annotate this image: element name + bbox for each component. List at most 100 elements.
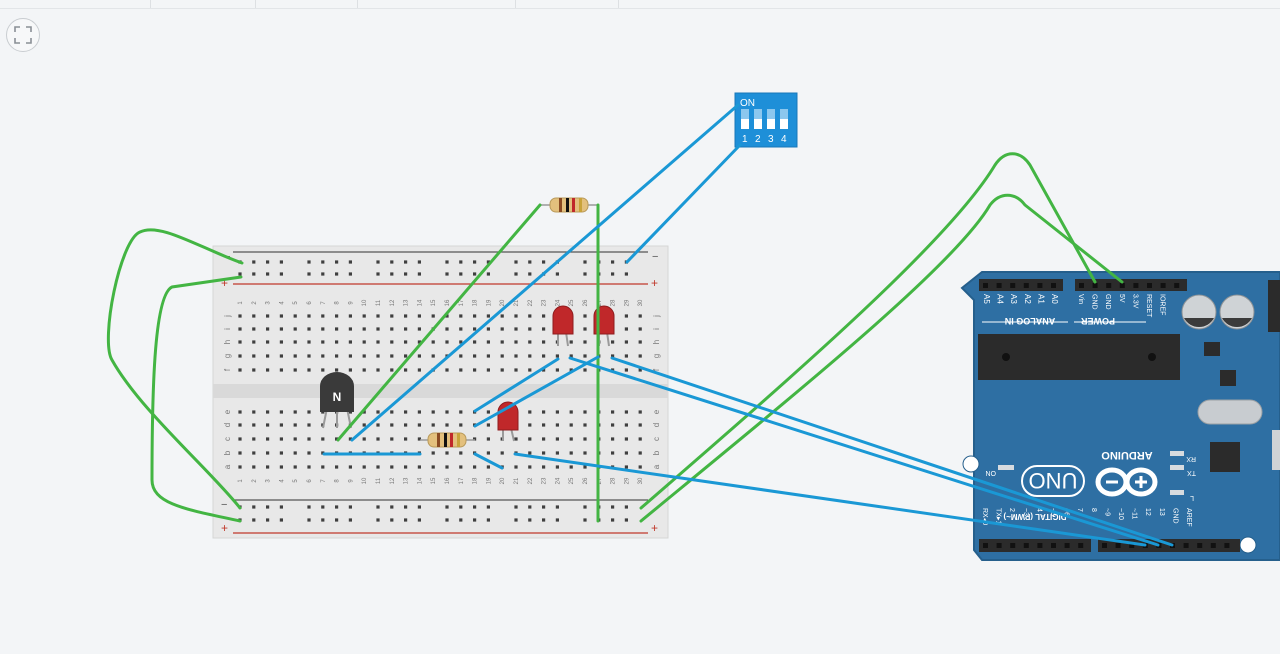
breadboard-hole[interactable] bbox=[238, 314, 242, 318]
header-pin[interactable] bbox=[1106, 283, 1112, 288]
breadboard-hole[interactable] bbox=[624, 327, 628, 331]
breadboard-hole[interactable] bbox=[445, 465, 449, 469]
breadboard-hole[interactable] bbox=[404, 437, 408, 441]
breadboard-hole[interactable] bbox=[611, 423, 615, 427]
breadboard-hole[interactable] bbox=[335, 465, 339, 469]
rail-hole[interactable] bbox=[528, 272, 532, 276]
breadboard-hole[interactable] bbox=[362, 354, 366, 358]
breadboard-hole[interactable] bbox=[473, 465, 477, 469]
breadboard-hole[interactable] bbox=[542, 354, 546, 358]
dip-toggle-lever[interactable] bbox=[741, 119, 749, 129]
wire-blue[interactable] bbox=[473, 355, 600, 428]
dip-toggle-lever[interactable] bbox=[780, 119, 788, 129]
breadboard-hole[interactable] bbox=[376, 314, 380, 318]
rail-hole[interactable] bbox=[376, 518, 380, 522]
wire-blue[interactable] bbox=[513, 452, 1147, 547]
rail-hole[interactable] bbox=[514, 260, 518, 264]
breadboard-hole[interactable] bbox=[638, 314, 642, 318]
breadboard-hole[interactable] bbox=[252, 354, 256, 358]
breadboard-hole[interactable] bbox=[238, 410, 242, 414]
breadboard-hole[interactable] bbox=[638, 327, 642, 331]
breadboard-hole[interactable] bbox=[266, 368, 270, 372]
breadboard-hole[interactable] bbox=[542, 327, 546, 331]
wire-green[interactable] bbox=[150, 275, 243, 523]
breadboard-hole[interactable] bbox=[362, 327, 366, 331]
breadboard-hole[interactable] bbox=[417, 437, 421, 441]
rail-hole[interactable] bbox=[335, 505, 339, 509]
breadboard-hole[interactable] bbox=[555, 465, 559, 469]
breadboard-hole[interactable] bbox=[569, 340, 573, 344]
breadboard-hole[interactable] bbox=[238, 340, 242, 344]
rail-hole[interactable] bbox=[583, 505, 587, 509]
breadboard-hole[interactable] bbox=[459, 410, 463, 414]
rail-hole[interactable] bbox=[279, 518, 283, 522]
breadboard-hole[interactable] bbox=[514, 354, 518, 358]
breadboard-hole[interactable] bbox=[279, 423, 283, 427]
breadboard-hole[interactable] bbox=[611, 451, 615, 455]
rail-hole[interactable] bbox=[583, 518, 587, 522]
breadboard-hole[interactable] bbox=[624, 437, 628, 441]
breadboard-hole[interactable] bbox=[293, 410, 297, 414]
header-pin[interactable] bbox=[1197, 543, 1203, 548]
breadboard-hole[interactable] bbox=[321, 327, 325, 331]
breadboard-hole[interactable] bbox=[514, 368, 518, 372]
header-pin[interactable] bbox=[1183, 543, 1189, 548]
rail-hole[interactable] bbox=[335, 260, 339, 264]
header-pin[interactable] bbox=[1010, 543, 1016, 548]
breadboard-hole[interactable] bbox=[638, 451, 642, 455]
breadboard-hole[interactable] bbox=[638, 354, 642, 358]
rail-hole[interactable] bbox=[390, 518, 394, 522]
breadboard-hole[interactable] bbox=[486, 437, 490, 441]
header-pin[interactable] bbox=[1210, 543, 1216, 548]
breadboard-hole[interactable] bbox=[528, 368, 532, 372]
rail-hole[interactable] bbox=[307, 505, 311, 509]
rail-hole[interactable] bbox=[321, 260, 325, 264]
header-pin[interactable] bbox=[1051, 283, 1056, 288]
led-1[interactable] bbox=[552, 305, 574, 347]
wire-blue[interactable] bbox=[610, 356, 1174, 547]
breadboard-hole[interactable] bbox=[459, 451, 463, 455]
header-pins[interactable] bbox=[983, 283, 1230, 548]
breadboard-hole[interactable] bbox=[542, 368, 546, 372]
breadboard-hole[interactable] bbox=[486, 410, 490, 414]
breadboard-hole[interactable] bbox=[335, 437, 339, 441]
breadboard-hole[interactable] bbox=[266, 314, 270, 318]
breadboard-hole[interactable] bbox=[376, 340, 380, 344]
breadboard-hole[interactable] bbox=[500, 368, 504, 372]
breadboard-hole[interactable] bbox=[486, 354, 490, 358]
header-pin[interactable] bbox=[1078, 543, 1084, 548]
breadboard-hole[interactable] bbox=[486, 314, 490, 318]
wire-green[interactable] bbox=[639, 152, 1097, 510]
breadboard-hole[interactable] bbox=[459, 465, 463, 469]
wire-green[interactable] bbox=[336, 203, 542, 442]
breadboard-hole[interactable] bbox=[417, 410, 421, 414]
breadboard-hole[interactable] bbox=[555, 410, 559, 414]
header-pin[interactable] bbox=[1102, 543, 1107, 548]
breadboard-hole[interactable] bbox=[390, 314, 394, 318]
rail-hole[interactable] bbox=[335, 272, 339, 276]
breadboard-hole[interactable] bbox=[362, 423, 366, 427]
dip-toggle-lever[interactable] bbox=[767, 119, 775, 129]
fit-view-button[interactable] bbox=[6, 18, 40, 52]
breadboard-hole[interactable] bbox=[445, 368, 449, 372]
breadboard-hole[interactable] bbox=[279, 437, 283, 441]
breadboard-hole[interactable] bbox=[583, 465, 587, 469]
breadboard-hole[interactable] bbox=[486, 327, 490, 331]
breadboard-hole[interactable] bbox=[348, 340, 352, 344]
resistor-bottom[interactable] bbox=[420, 432, 475, 448]
breadboard-hole[interactable] bbox=[307, 423, 311, 427]
header-pin[interactable] bbox=[1174, 283, 1180, 288]
breadboard-hole[interactable] bbox=[321, 451, 325, 455]
rail-hole[interactable] bbox=[252, 518, 256, 522]
breadboard-hole[interactable] bbox=[638, 410, 642, 414]
rail-hole[interactable] bbox=[445, 272, 449, 276]
wire-blue[interactable] bbox=[473, 357, 560, 413]
rail-hole[interactable] bbox=[459, 505, 463, 509]
breadboard-hole[interactable] bbox=[569, 451, 573, 455]
breadboard-hole[interactable] bbox=[459, 368, 463, 372]
rail-hole[interactable] bbox=[348, 518, 352, 522]
rail-hole[interactable] bbox=[445, 505, 449, 509]
